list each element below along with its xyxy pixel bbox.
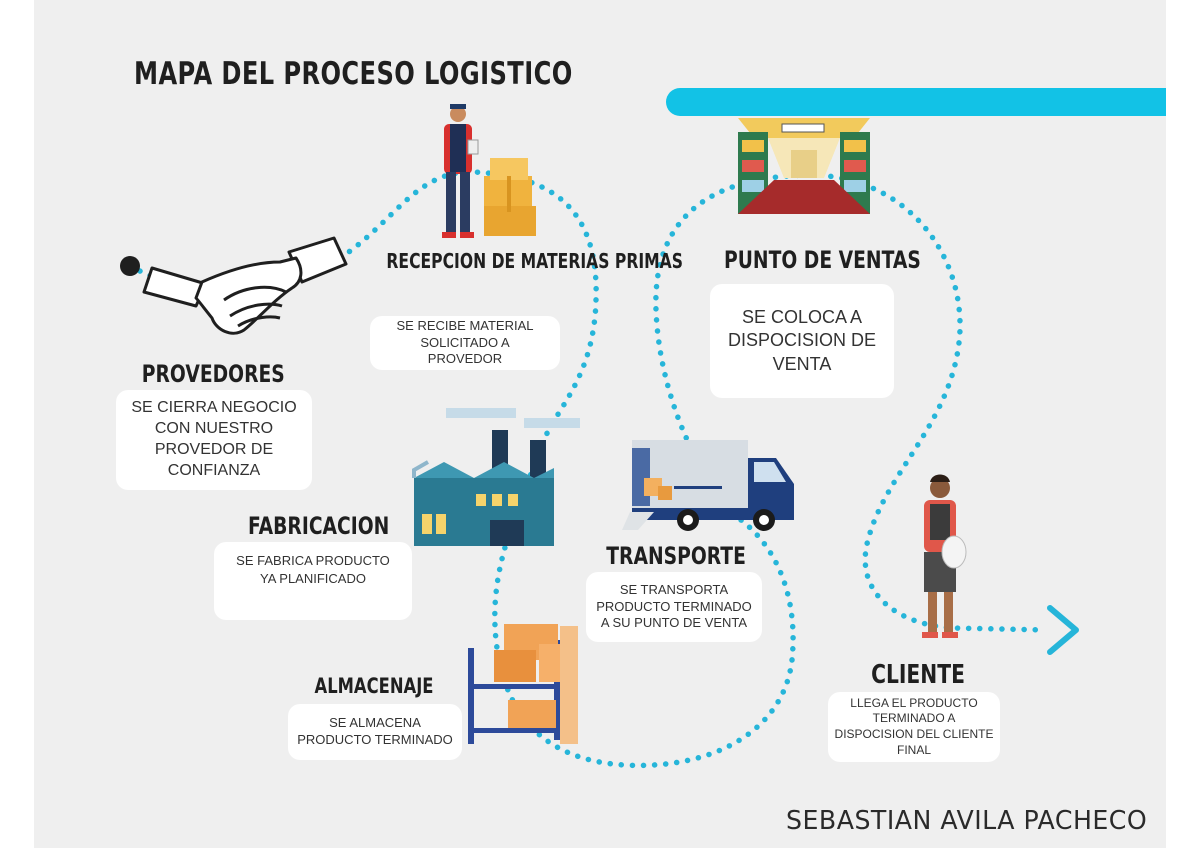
warehouse-shelf-icon: [468, 624, 578, 744]
step-box-transporte: SE TRANSPORTA PRODUCTO TERMINADO A SU PU…: [586, 572, 762, 642]
customer-icon: [922, 474, 967, 638]
step-heading-recepcion: RECEPCION DE MATERIAS PRIMAS: [386, 249, 683, 273]
author-name: SEBASTIAN AVILA PACHECO: [786, 806, 1148, 836]
step-box-recepcion: SE RECIBE MATERIAL SOLICITADO A PROVEDOR: [370, 316, 560, 370]
poster: MAPA DEL PROCESO LOGISTICO PROVEDORES SE…: [34, 0, 1166, 848]
start-dot: [120, 256, 140, 276]
step-box-almacenaje: SE ALMACENA PRODUCTO TERMINADO: [288, 704, 462, 760]
step-heading-fabricacion: FABRICACION: [248, 512, 390, 540]
accent-bar: [666, 88, 1166, 116]
store-aisle-icon: [738, 118, 870, 214]
step-heading-transporte: TRANSPORTE: [606, 542, 746, 570]
arrow-head-icon: [1047, 605, 1079, 655]
process-path-diagram: [120, 88, 1166, 769]
step-box-fabricacion: SE FABRICA PRODUCTO YA PLANIFICADO: [214, 542, 412, 620]
step-heading-provedores: PROVEDORES: [141, 360, 285, 388]
step-heading-almacenaje: ALMACENAJE: [314, 674, 434, 698]
step-heading-punto-de-ventas: PUNTO DE VENTAS: [724, 246, 921, 274]
step-heading-cliente: CLIENTE: [871, 660, 965, 690]
handshake-icon: [142, 236, 348, 335]
delivery-truck-icon: [622, 440, 794, 531]
step-box-punto-de-ventas: SE COLOCA A DISPOCISION DE VENTA: [710, 284, 894, 398]
step-box-cliente: LLEGA EL PRODUCTO TERMINADO A DISPOCISIO…: [828, 692, 1000, 762]
page-title: MAPA DEL PROCESO LOGISTICO: [134, 56, 573, 92]
worker-with-boxes-icon: [442, 104, 536, 238]
step-box-provedores: SE CIERRA NEGOCIO CON NUESTRO PROVEDOR D…: [116, 390, 312, 490]
factory-icon: [412, 408, 580, 546]
